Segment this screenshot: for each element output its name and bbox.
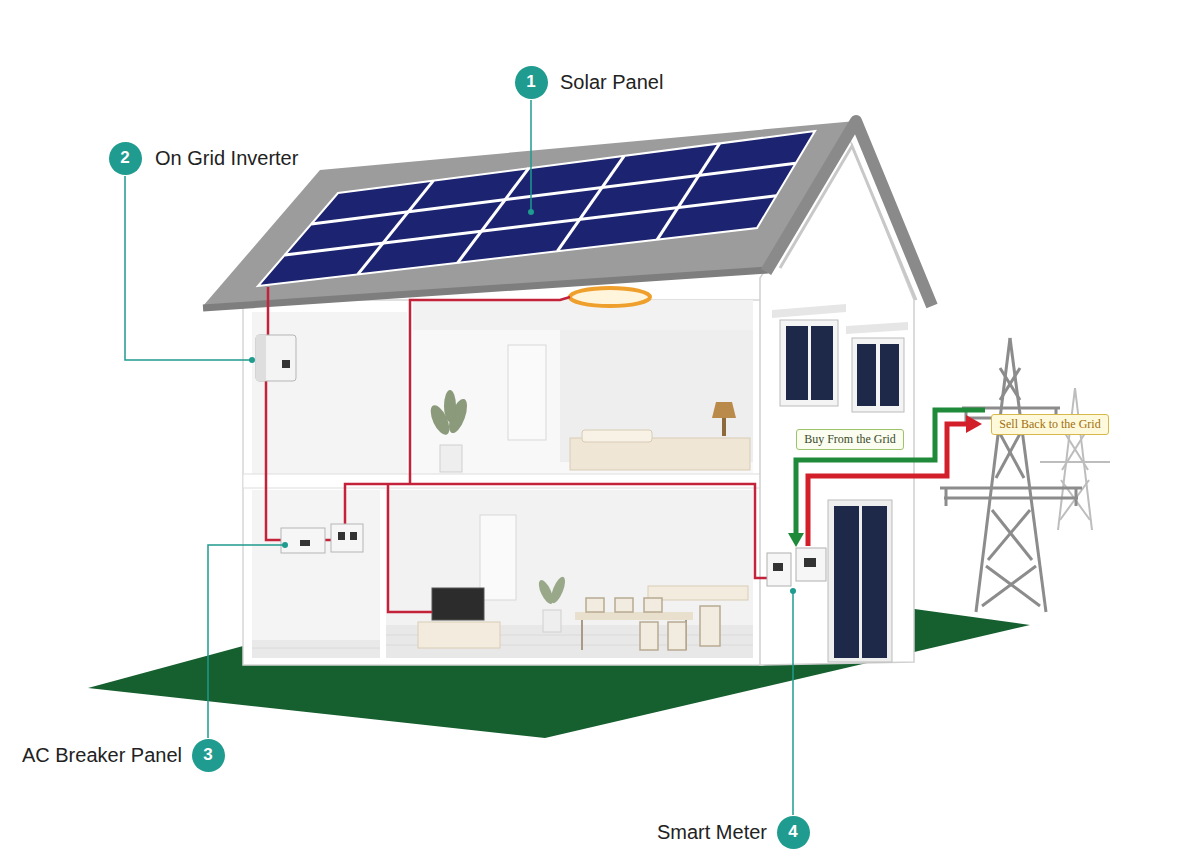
pillow bbox=[582, 430, 652, 442]
lamp-stand bbox=[722, 418, 726, 436]
callout-number: 4 bbox=[777, 816, 810, 849]
buy-arrowhead bbox=[788, 533, 804, 547]
part-name: Solar Panel bbox=[560, 71, 663, 94]
breaker-switch bbox=[338, 532, 345, 540]
door-glass bbox=[834, 506, 859, 658]
solar-panel bbox=[258, 131, 815, 286]
meter-screen bbox=[773, 563, 783, 571]
callout-digit: 2 bbox=[120, 148, 129, 168]
roof bbox=[203, 121, 856, 306]
tv bbox=[432, 588, 484, 620]
buy-arrow bbox=[796, 410, 985, 535]
leader-dots bbox=[249, 209, 796, 594]
plant bbox=[427, 390, 471, 437]
part-name: Smart Meter bbox=[657, 821, 767, 844]
lamp-shade bbox=[712, 402, 736, 418]
window bbox=[780, 320, 838, 406]
dining-table bbox=[575, 612, 693, 620]
ceiling-light bbox=[570, 288, 650, 306]
callout-number: 3 bbox=[192, 739, 225, 772]
inverter-side bbox=[256, 335, 266, 381]
wiring bbox=[266, 287, 767, 612]
meter bbox=[796, 548, 826, 581]
inverter bbox=[256, 335, 296, 381]
meter-screen bbox=[804, 558, 816, 567]
flow-text: Buy From the Grid bbox=[804, 432, 896, 446]
callout-digit: 1 bbox=[526, 72, 535, 92]
breaker-box bbox=[331, 524, 363, 552]
counter bbox=[648, 586, 748, 600]
plant-pot bbox=[543, 610, 561, 632]
plant-pot bbox=[440, 445, 462, 472]
bed bbox=[570, 438, 750, 470]
window-glass bbox=[811, 326, 833, 400]
flow-text: Sell Back to the Grid bbox=[999, 417, 1100, 431]
leader-lines bbox=[125, 100, 793, 815]
callout-number: 2 bbox=[109, 142, 142, 175]
meter bbox=[767, 553, 791, 586]
flow-tag: Buy From the Grid bbox=[796, 429, 904, 450]
awning bbox=[846, 322, 908, 334]
floor bbox=[252, 640, 380, 658]
callout-digit: 3 bbox=[203, 745, 212, 765]
sell-arrowhead bbox=[966, 415, 982, 433]
roof-gable-inner bbox=[780, 146, 916, 300]
door bbox=[480, 515, 516, 600]
room bbox=[252, 312, 407, 474]
room-back bbox=[413, 330, 753, 474]
door-glass bbox=[862, 506, 887, 658]
callout-digit: 4 bbox=[788, 822, 797, 842]
plant bbox=[536, 575, 568, 606]
callout-number: 1 bbox=[515, 66, 548, 99]
part-name: On Grid Inverter bbox=[155, 147, 298, 170]
room bbox=[386, 490, 753, 658]
window-glass bbox=[786, 326, 808, 400]
room bbox=[413, 300, 753, 474]
flow-tag: Sell Back to the Grid bbox=[991, 414, 1108, 435]
room bbox=[252, 490, 380, 658]
breaker-switch bbox=[300, 540, 310, 546]
part-name: AC Breaker Panel bbox=[22, 744, 182, 767]
panel-frame bbox=[258, 131, 815, 286]
door bbox=[508, 345, 546, 440]
window bbox=[852, 338, 904, 412]
pylon bbox=[940, 338, 1082, 612]
tv-stand bbox=[418, 622, 500, 648]
table-legs bbox=[582, 620, 686, 650]
breaker-switch bbox=[350, 532, 357, 540]
awning bbox=[772, 304, 846, 318]
window-glass bbox=[857, 344, 876, 406]
breaker-panel bbox=[281, 528, 325, 553]
house-wall bbox=[243, 300, 763, 665]
floor-slab bbox=[243, 474, 763, 488]
window-glass bbox=[880, 344, 899, 406]
door-frame bbox=[828, 500, 892, 662]
panel-grid bbox=[285, 143, 796, 274]
inverter-screen bbox=[282, 360, 290, 368]
chairs bbox=[586, 598, 720, 650]
